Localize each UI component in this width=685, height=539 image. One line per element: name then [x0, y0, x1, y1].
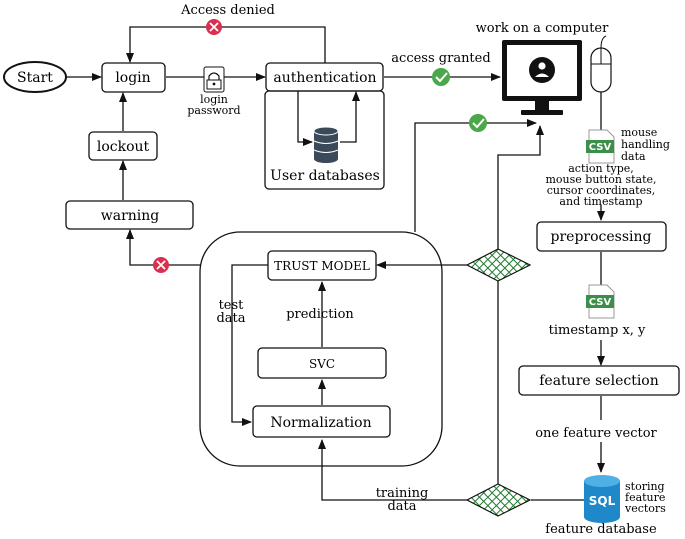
test-data-label-0: test: [219, 298, 245, 313]
training-data-label-0: training: [376, 486, 429, 501]
csv-label-1: CSV: [589, 142, 612, 153]
authentication-node: authentication: [265, 62, 384, 92]
authentication-label: authentication: [273, 70, 376, 86]
start-node: Start: [3, 61, 67, 93]
warning-node: warning: [65, 200, 194, 230]
edge-test-data: [231, 264, 268, 426]
timestamp-xy-label: timestamp x, y: [549, 323, 646, 338]
edge-access-denied: [126, 26, 326, 63]
feature-selection-node: feature selection: [518, 365, 680, 396]
edge-trust-warning: [126, 229, 200, 266]
edge-auth-db: [297, 91, 313, 146]
csv-label-2: CSV: [589, 297, 612, 308]
feature-selection-label: feature selection: [539, 373, 659, 389]
user-databases-label: User databases: [270, 168, 380, 184]
model-container: [199, 231, 443, 467]
mouse-handling-label-0: mouse: [621, 126, 657, 139]
grant-top-icon: [432, 68, 450, 86]
one-feature-vector-label: one feature vector: [535, 426, 657, 441]
edge-granted-computer: [414, 119, 537, 232]
svc-label: SVC: [309, 357, 335, 371]
mouse-handling-label-1: handling: [621, 138, 670, 151]
feature-database-label: feature database: [545, 522, 657, 537]
lockout-label: lockout: [97, 139, 150, 155]
svc-node: SVC: [257, 347, 387, 379]
database-icon: [313, 126, 339, 163]
edge-diamond-computer: [497, 125, 544, 250]
action-details-0: action type,: [568, 162, 634, 175]
mouse-icon: [590, 35, 612, 93]
preprocessing-label: preprocessing: [551, 229, 652, 245]
storing-label-0: storing: [625, 480, 665, 493]
training-data-label-1: data: [387, 499, 416, 514]
edge-db-auth: [340, 91, 360, 143]
login-password-label-0: login: [200, 93, 228, 106]
start-label: Start: [17, 70, 53, 86]
work-on-computer-label: work on a computer: [476, 21, 609, 36]
deny-left-icon: [153, 257, 169, 273]
preprocessing-node: preprocessing: [536, 221, 667, 252]
test-data-label-1: data: [216, 311, 245, 326]
normalization-label: Normalization: [270, 415, 371, 431]
storing-label-1: feature: [625, 491, 665, 504]
user-databases-box: [264, 90, 385, 190]
computer-icon: [502, 40, 582, 115]
grant-mid-icon: [469, 114, 487, 132]
login-password-label-1: password: [187, 104, 240, 117]
lockout-node: lockout: [88, 131, 158, 161]
access-denied-label: Access denied: [180, 3, 275, 18]
trust-model-label: TRUST MODEL: [274, 259, 370, 273]
login-node: login: [101, 62, 166, 93]
login-label: login: [115, 70, 150, 86]
sql-database-icon: SQL: [584, 475, 620, 523]
trust-model-node: TRUST MODEL: [267, 250, 377, 281]
action-details-1: mouse button state,: [545, 173, 656, 186]
prediction-label: prediction: [286, 307, 354, 322]
csv-file-icon-1: CSV: [586, 129, 615, 164]
action-details-2: cursor coordinates,: [547, 184, 655, 197]
decision-diamond-lower: [465, 483, 532, 517]
storing-label-2: vectors: [624, 502, 666, 515]
lock-icon: [203, 66, 225, 93]
edge-training-norm: [318, 439, 467, 501]
deny-top-icon: [206, 19, 222, 35]
csv-file-icon-2: CSV: [586, 284, 615, 319]
mouse-handling-label-2: data: [621, 150, 646, 163]
sql-label: SQL: [589, 494, 616, 508]
warning-label: warning: [101, 208, 160, 224]
action-details-3: and timestamp: [559, 195, 642, 208]
access-granted-label: access granted: [391, 51, 490, 66]
decision-diamond-upper: [465, 248, 532, 282]
normalization-node: Normalization: [252, 405, 391, 438]
